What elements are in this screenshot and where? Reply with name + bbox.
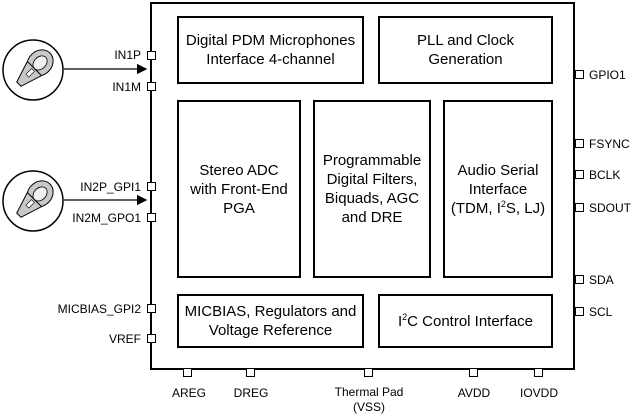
asi-line-2: Interface <box>468 180 528 198</box>
pin-label-iovdd: IOVDD <box>519 386 559 400</box>
pin-label-in2m-gpo1: IN2M_GPO1 <box>72 211 141 225</box>
digital-filters-block: Programmable Digital Filters, Biquads, A… <box>313 100 431 278</box>
pin-dreg <box>246 368 255 377</box>
asi-line-3: (TDM, I2S, LJ) <box>450 198 546 217</box>
pin-label-sdout: SDOUT <box>589 201 631 215</box>
i2c-label: I2C Control Interface <box>397 311 534 330</box>
pin-vref <box>147 334 156 343</box>
microphone-icon <box>1 169 65 233</box>
pin-gpio1 <box>575 70 584 79</box>
microphone-icon <box>1 38 65 102</box>
pin-label-in1p: IN1P <box>114 48 141 62</box>
pin-micbias-gpi2 <box>147 304 156 313</box>
pin-label-scl: SCL <box>589 305 613 319</box>
pin-label-vref: VREF <box>108 332 141 346</box>
i2c-control-block: I2C Control Interface <box>378 294 553 348</box>
pin-areg <box>183 368 192 377</box>
pin-label-bclk: BCLK <box>589 168 621 182</box>
pin-label-gpio1: GPIO1 <box>589 68 626 82</box>
asi-line-1: Audio Serial <box>457 161 539 179</box>
pin-label-avdd: AVDD <box>457 386 491 400</box>
pin-label-micbias-gpi2: MICBIAS_GPI2 <box>57 302 141 316</box>
pin-in1p <box>147 51 156 60</box>
pin-thermal-pad <box>364 368 373 377</box>
pin-label-thermal-pad: Thermal Pad <box>334 385 404 399</box>
pin-label-areg: AREG <box>171 386 207 400</box>
pin-fsync <box>575 139 584 148</box>
pin-sda <box>575 275 584 284</box>
pin-label-sda: SDA <box>589 273 614 287</box>
pin-avdd <box>469 368 478 377</box>
pdm-interface-block: Digital PDM Microphones Interface 4-chan… <box>177 16 364 84</box>
pin-scl <box>575 307 584 316</box>
pin-label-in2p-gpi1: IN2P_GPI1 <box>80 180 141 194</box>
pin-label-vss: (VSS) <box>352 400 386 414</box>
pll-clock-block: PLL and Clock Generation <box>378 16 553 84</box>
pin-sdout <box>575 203 584 212</box>
pin-label-fsync: FSYNC <box>589 137 630 151</box>
micbias-regulators-block: MICBIAS, Regulators and Voltage Referenc… <box>177 294 364 348</box>
stereo-adc-block: Stereo ADC with Front-End PGA <box>177 100 301 278</box>
pin-in1m <box>147 82 156 91</box>
pin-label-in1m: IN1M <box>112 80 141 94</box>
pin-bclk <box>575 170 584 179</box>
pin-iovdd <box>534 368 543 377</box>
pin-in2m-gpo1 <box>147 213 156 222</box>
pin-in2p-gpi1 <box>147 182 156 191</box>
pin-label-dreg: DREG <box>233 386 269 400</box>
audio-serial-interface-block: Audio Serial Interface (TDM, I2S, LJ) <box>443 100 553 278</box>
